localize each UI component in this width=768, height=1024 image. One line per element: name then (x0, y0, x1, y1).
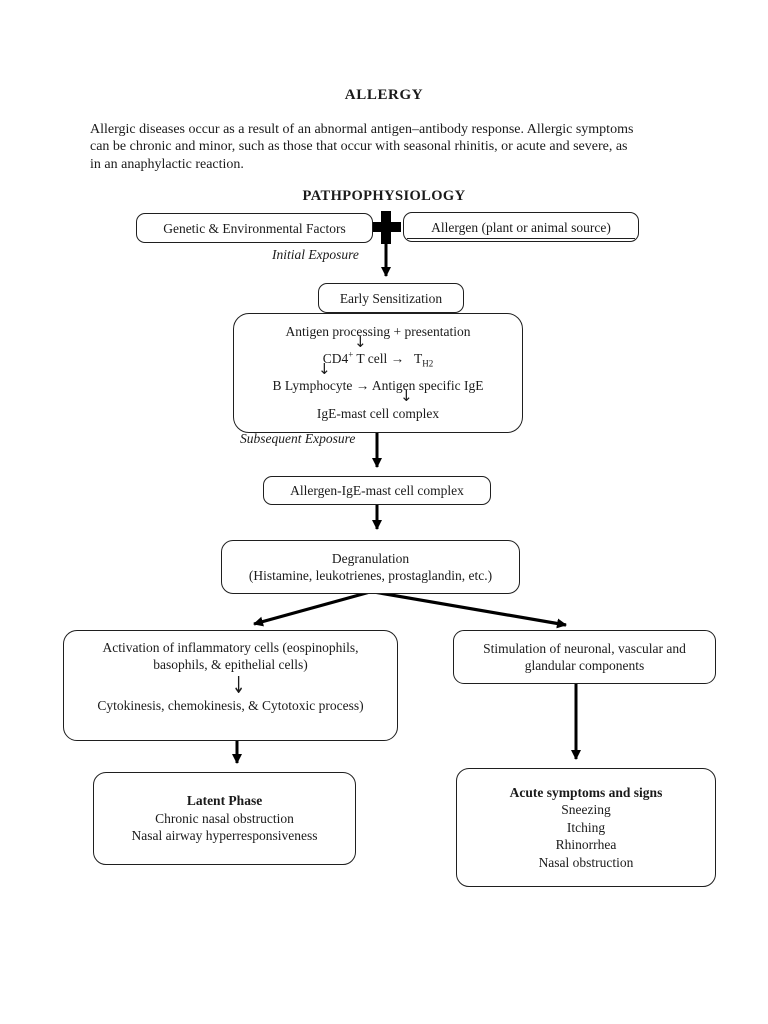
allergen-source-label: Allergen (plant or animal source) (431, 219, 611, 235)
allergen-underline (407, 238, 635, 239)
allergen-source-box: Allergen (plant or animal source) (403, 212, 639, 242)
stimulation-line-1: Stimulation of neuronal, vascular and (483, 641, 686, 656)
degranulation-mediators: (Histamine, leukotrienes, prostaglandin,… (248, 568, 493, 583)
pathway-line-cd4-tcell: CD4+ T cell → TH2 (234, 349, 522, 369)
acute-symptom-item: Rhinorrhea (555, 837, 617, 853)
inflammatory-activation-box: Activation of inflammatory cells (eospin… (63, 630, 398, 741)
allergen-ige-complex-label: Allergen-IgE-mast cell complex (290, 483, 464, 498)
activation-line-3: Cytokinesis, chemokinesis, & Cytotoxic p… (97, 698, 364, 713)
intro-line: Allergic diseases occur as a result of a… (90, 122, 634, 137)
intro-line: in an anaphylactic reaction. (90, 156, 244, 172)
degranulation-box: Degranulation (Histamine, leukotrienes, … (221, 540, 520, 594)
genetic-environmental-factors-box: Genetic & Environmental Factors (136, 213, 373, 243)
stimulation-line-2: glandular components (524, 658, 645, 673)
cd4-text: CD4 (322, 351, 349, 366)
down-arrow-icon: ↓ (400, 387, 413, 405)
down-arrow-icon: ↓ (318, 360, 331, 378)
tcell-text: T cell → T (353, 351, 423, 366)
antigen-pathway-box: Antigen processing + presentation ↓ CD4+… (233, 313, 523, 433)
latent-phase-box: Latent Phase Chronic nasal obstruction N… (93, 772, 356, 865)
latent-phase-title: Latent Phase (186, 793, 263, 809)
arrow-degranulation-to-stimulation (373, 590, 567, 629)
latent-phase-item: Nasal airway hyperresponsiveness (131, 828, 318, 844)
early-sensitization-label: Early Sensitization (339, 290, 443, 306)
genetic-environmental-factors-label: Genetic & Environmental Factors (163, 220, 346, 236)
stimulation-box: Stimulation of neuronal, vascular and gl… (453, 630, 716, 684)
subsequent-exposure-label: Subsequent Exposure (240, 431, 356, 446)
acute-symptom-item: Nasal obstruction (538, 854, 634, 870)
down-arrow-icon: ↓ (232, 671, 246, 699)
activation-line-1: Activation of inflammatory cells (eospin… (102, 640, 359, 655)
arrow-degranulation-to-activation (253, 590, 371, 627)
pathway-line-antigen-processing: Antigen processing + presentation (285, 324, 471, 339)
early-sensitization-box: Early Sensitization (318, 283, 464, 313)
th2-subscript: H2 (422, 358, 434, 369)
acute-symptoms-box: Acute symptoms and signs Sneezing Itchin… (456, 768, 716, 887)
acute-symptom-item: Sneezing (561, 802, 611, 818)
degranulation-title: Degranulation (331, 551, 410, 566)
activation-line-2: basophils, & epithelial cells) (153, 657, 308, 672)
initial-exposure-label: Initial Exposure (272, 247, 359, 262)
plus-icon (371, 211, 401, 244)
cd4-superscript: + (348, 349, 354, 360)
page-title: ALLERGY (344, 87, 424, 103)
intro-line: can be chronic and minor, such as those … (90, 139, 628, 155)
down-arrow-icon: ↓ (354, 333, 367, 351)
pathway-line-b-lymphocyte: B Lymphocyte → Antigen specific IgE (272, 378, 484, 393)
allergen-ige-complex-box: Allergen-IgE-mast cell complex (263, 476, 491, 505)
latent-phase-item: Chronic nasal obstruction (155, 810, 294, 826)
acute-symptoms-title: Acute symptoms and signs (509, 784, 663, 800)
acute-symptom-item: Itching (566, 819, 606, 835)
intro-paragraph: Allergic diseases occur as a result of a… (90, 121, 696, 173)
pathway-line-ige-mast: IgE-mast cell complex (316, 406, 440, 421)
section-heading: PATHPOPHYSIOLOGY (302, 188, 466, 204)
